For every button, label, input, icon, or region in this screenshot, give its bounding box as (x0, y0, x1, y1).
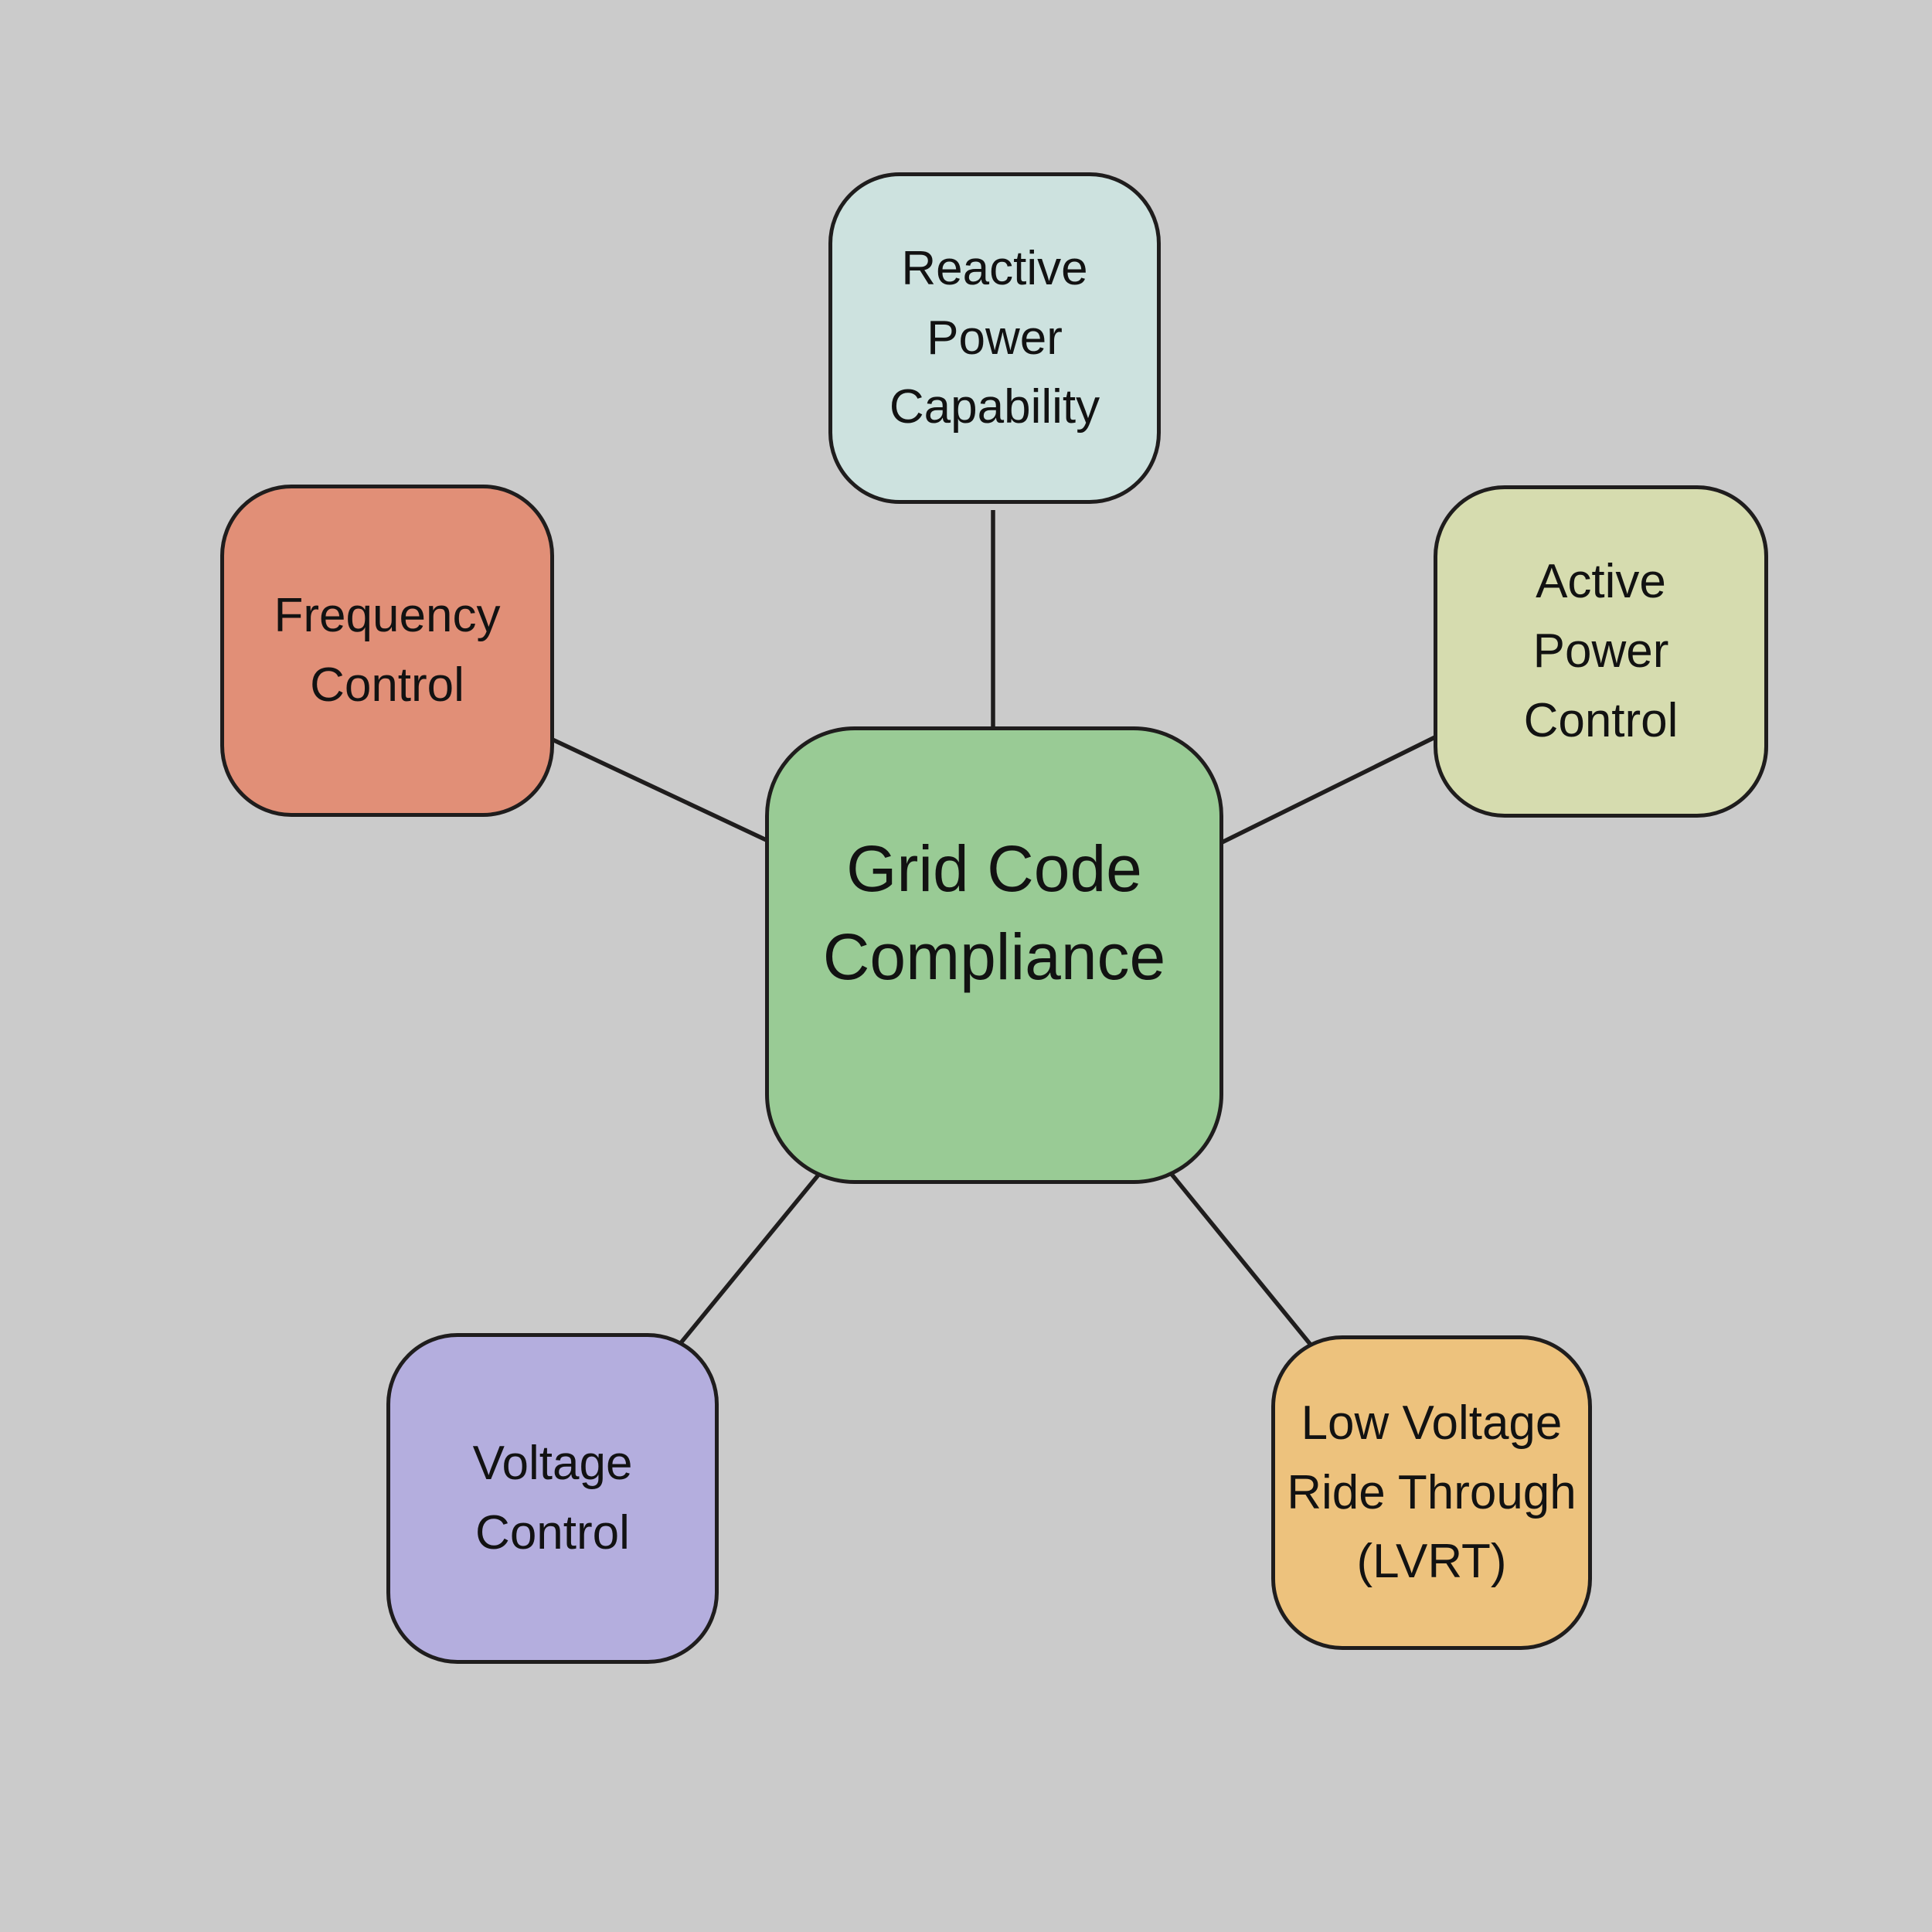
node-low-voltage-ride-through: Low Voltage Ride Through (LVRT) (1271, 1335, 1592, 1650)
node-grid-code-compliance: Grid Code Compliance (765, 726, 1223, 1184)
node-frequency-control: Frequency Control (220, 485, 554, 817)
node-reactive-power-capability: Reactive Power Capability (828, 172, 1161, 504)
edge-center-to-low-voltage-ride-through (1165, 1167, 1316, 1350)
node-active-power-control: Active Power Control (1434, 485, 1768, 818)
edge-center-to-frequency-control (539, 732, 786, 851)
node-label: Frequency Control (274, 589, 501, 712)
edge-center-to-voltage-control (674, 1168, 825, 1350)
node-label: Grid Code Compliance (822, 832, 1166, 993)
node-voltage-control: Voltage Control (386, 1333, 719, 1664)
edge-center-to-active-power-control (1208, 728, 1451, 851)
node-label: Active Power Control (1523, 555, 1679, 747)
node-label: Low Voltage Ride Through (LVRT) (1287, 1396, 1577, 1589)
node-label: Reactive Power Capability (889, 241, 1100, 434)
node-label: Voltage Control (472, 1437, 633, 1560)
